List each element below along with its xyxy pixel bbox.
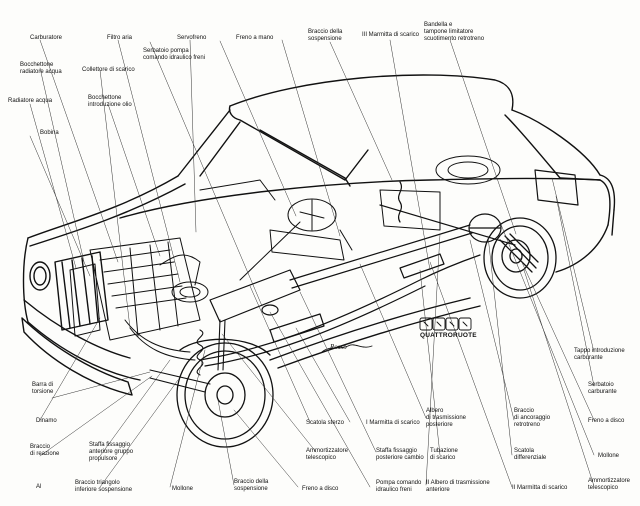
label-i-marmitta: I Marmitta di scarico	[366, 420, 420, 426]
label-filtro-aria: Filtro aria	[107, 35, 133, 41]
label-collettore-scarico: Collettore di scarico	[82, 67, 135, 73]
label-braccio-sospensione-bottom: Braccio della sospensione	[234, 479, 269, 492]
label-scatola-sterzo: Scatola sterzo	[306, 420, 345, 426]
label-bandella: Bandella e tampone limitatore scuotiment…	[424, 22, 485, 42]
label-ii-albero: II Albero di trasmissione anteriore	[426, 480, 490, 493]
label-braccio-reazione: Braccio di reazione	[30, 444, 60, 457]
label-tappo-carburante: Tappo introduzione carburante	[574, 348, 625, 361]
spare-wheel	[435, 155, 501, 185]
engine	[69, 237, 209, 361]
drivetrain	[199, 169, 579, 367]
label-bocchettone-radiatore: Bocchettone radiatore acqua	[20, 62, 62, 75]
interior	[199, 179, 441, 281]
quattroruote-logo-text: QUATTRORUOTE	[420, 332, 477, 339]
label-dinamo: Dinamo	[36, 418, 57, 424]
label-ammortizzatore-rear: Ammortizzatore telescopico	[588, 478, 631, 491]
quattroruote-logo-mark	[419, 317, 472, 331]
label-tubazione-scarico: Tubazione di scarico	[430, 448, 458, 461]
label-carburatore: Carburatore	[30, 35, 63, 41]
label-braccio-sospensione-top: Braccio della sospensione	[308, 29, 343, 42]
label-radiatore-acqua: Radiatore acqua	[8, 98, 53, 104]
label-staffa-posteriore: Staffa fissaggio posteriore cambio	[376, 448, 424, 461]
label-braccio-ancoraggio: Braccio di ancoraggio retrotreno	[514, 408, 551, 428]
rear-wheel	[483, 217, 557, 299]
label-ammortizzatore-front: Ammortizzatore telescopico	[306, 448, 349, 461]
leader-lines	[29, 39, 595, 488]
label-ii-marmitta: II Marmitta di scarico	[512, 485, 568, 491]
label-pompa-comando: Pompa comando idraulico freni	[376, 480, 422, 493]
front-suspension	[149, 319, 226, 393]
label-iii-marmitta: III Marmitta di scarico	[362, 32, 420, 38]
label-bobina: Bobina	[40, 130, 59, 136]
label-barra-torsione: Barra di torsione	[32, 382, 54, 395]
label-staffa-anteriore: Staffa fissaggio anteriore gruppo propul…	[89, 442, 134, 462]
label-freno-disco-front: Freno a disco	[302, 486, 339, 492]
label-partial-al: Al	[36, 484, 42, 490]
signature-squiggle	[321, 344, 373, 353]
label-servofreno: Servofreno	[177, 35, 207, 41]
label-serbatoio-pompa: Serbatoio pompa comando idraulico freni	[143, 48, 206, 61]
label-freno-a-mano: Freno a mano	[236, 35, 274, 41]
label-scatola-differenziale: Scatola differenziale	[514, 448, 547, 461]
label-serbatoio-carburante: Serbatoio carburante	[588, 382, 617, 395]
label-mollone: Mollone	[172, 486, 194, 492]
label-albero-trasmissione: Albero di trasmissione posteriore	[426, 408, 467, 428]
front-wheel	[176, 338, 274, 448]
label-mollone-rear: Mollone	[598, 453, 620, 459]
label-freno-disco-rear: Freno a disco	[588, 418, 625, 424]
car-body-outline	[21, 74, 616, 396]
label-bocchettone-olio: Bocchettone introduzione olio	[88, 95, 132, 108]
artist-signature: Rosso	[330, 343, 347, 351]
label-braccio-triangolo: Braccio triangolo inferiore sospensione	[75, 480, 133, 493]
